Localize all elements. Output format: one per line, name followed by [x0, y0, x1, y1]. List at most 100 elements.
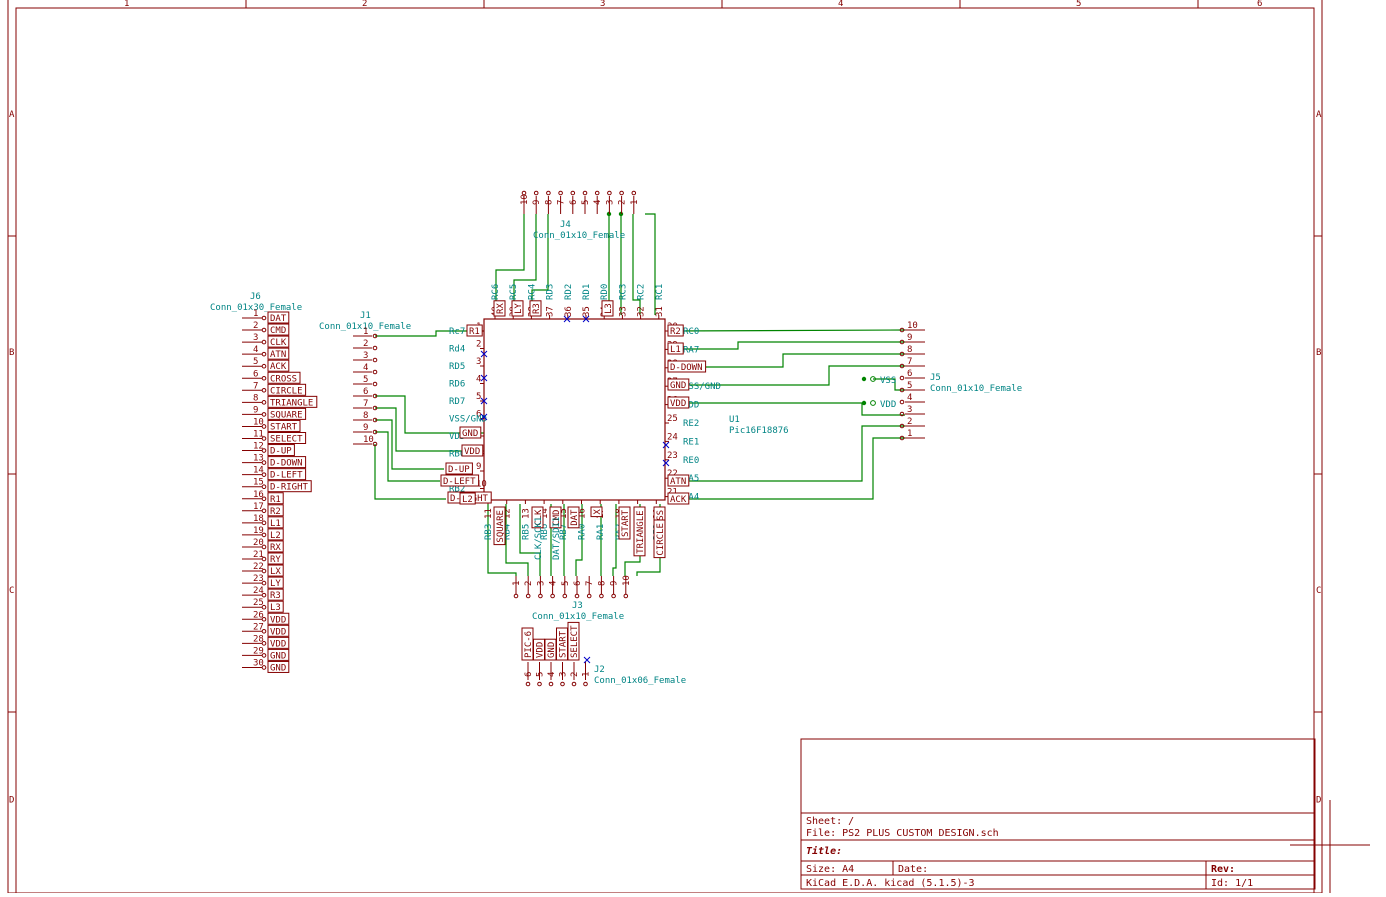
j1-pin-number: 5 — [363, 375, 368, 385]
global-label-box — [267, 468, 307, 481]
frame-col-label: 1 — [124, 0, 129, 9]
wire-segment — [519, 504, 541, 576]
net-label-vdd: VDD — [880, 400, 896, 410]
j4-ref: J4 — [560, 220, 571, 230]
j3-ref: J3 — [572, 601, 583, 611]
u1-body[interactable] — [483, 318, 666, 501]
wire-segment — [495, 214, 525, 315]
frame-row-label-right: C — [1316, 586, 1321, 596]
u1-pin-name: RA0 — [578, 524, 588, 540]
j6-pin-socket — [261, 484, 267, 490]
global-label: CLK — [534, 509, 544, 526]
j4-pin-socket — [619, 190, 624, 196]
tb-date: Date: — [898, 864, 928, 875]
j3-pin-number: 4 — [549, 581, 559, 586]
global-label-box — [267, 588, 284, 601]
j1-pin-socket — [372, 393, 378, 399]
wire-segment — [375, 395, 484, 434]
j4-pin-socket — [533, 190, 539, 196]
wire-segment — [374, 444, 446, 500]
global-label: R3 — [532, 303, 542, 314]
global-label: ACK — [670, 495, 687, 505]
j4-pin-number: 9 — [532, 200, 542, 205]
wire-segment — [575, 504, 583, 576]
u1-pin-number: 36 — [564, 306, 574, 317]
j3-pin-number: 7 — [585, 581, 595, 586]
global-label: START — [270, 422, 298, 432]
j1-pin-number: 4 — [363, 363, 368, 373]
global-label: GND — [547, 642, 557, 658]
j6-pin-number: 27 — [253, 622, 264, 632]
j3-pin-socket — [562, 593, 568, 599]
j6-pin-socket — [261, 351, 267, 357]
j6-pin-socket — [261, 653, 267, 658]
u1-pin-name: Rc7 — [449, 327, 465, 337]
u1-pin-name: VDD — [683, 401, 699, 411]
global-label-box — [461, 444, 484, 457]
wire-segment — [669, 341, 905, 350]
global-label: DAT — [270, 314, 287, 324]
global-label-box — [267, 395, 318, 408]
global-label: LY — [270, 579, 281, 589]
global-label-box — [440, 474, 480, 487]
global-label-box — [267, 540, 284, 553]
j3-value: Conn_01x10_Female — [532, 612, 624, 622]
frame-row-label-left: D — [9, 796, 14, 806]
u1-pin-number: 4 — [476, 375, 481, 385]
j2-ref: J2 — [594, 665, 605, 675]
global-label-box — [459, 492, 476, 505]
j6-pin-number: 7 — [253, 381, 258, 391]
vss-flag — [870, 376, 876, 382]
j1-pin-number: 10 — [363, 435, 374, 445]
u1-pin-name: RB7 — [559, 524, 569, 540]
j1-pin-number: 3 — [363, 351, 368, 361]
global-label: L2 — [462, 495, 473, 505]
wire-segment — [669, 425, 905, 482]
global-label: SELECT — [270, 435, 303, 445]
j6-pin-number: 10 — [253, 417, 264, 427]
j1-ref: J1 — [360, 311, 371, 321]
j6-pin-socket — [261, 604, 267, 610]
global-label: RX — [270, 543, 281, 553]
u1-symbol[interactable]: U1 Pic16F18876 1Rc72Rd43RD54RD65RD76VSS/… — [440, 284, 789, 560]
global-label-box — [267, 444, 295, 457]
j6-pin-number: 23 — [253, 574, 264, 584]
global-label: D-RIGHT — [270, 483, 309, 493]
global-label-box — [567, 621, 580, 661]
j6-pin-number: 25 — [253, 598, 264, 608]
j5-pin-socket — [899, 363, 905, 369]
j3-pin-number: 1 — [512, 581, 522, 586]
wire-segment — [612, 504, 617, 576]
wire-segment — [668, 329, 906, 332]
j6-pin-number: 12 — [253, 442, 264, 452]
j5-pin-number: 3 — [907, 405, 912, 415]
global-label: L3 — [604, 303, 614, 314]
u1-pin-number: 33 — [618, 306, 628, 317]
global-label-box — [601, 300, 614, 317]
junction-dot — [861, 376, 867, 382]
j2-value: Conn_01x06_Female — [594, 676, 686, 686]
global-label-box — [267, 516, 284, 529]
j1-pin-socket — [372, 429, 378, 435]
wire-segment — [375, 419, 444, 470]
j6-pin-socket — [261, 556, 267, 562]
global-label: CLK — [270, 338, 287, 348]
global-label-box — [633, 506, 646, 557]
j3-pin-socket — [586, 593, 592, 599]
tb-rev: Rev: — [1211, 864, 1235, 875]
no-connect-marker — [480, 350, 488, 358]
u1-pin-number: 9 — [476, 462, 481, 472]
net-label-vss: VSS — [880, 376, 896, 386]
global-label-box — [267, 456, 307, 469]
j5-value: Conn_01x10_Female — [930, 384, 1022, 394]
u1-pin-name: RB3 — [484, 524, 494, 540]
global-label: CROSS — [270, 374, 297, 384]
global-label-box — [267, 432, 307, 444]
u1-ref: U1 — [729, 415, 740, 425]
